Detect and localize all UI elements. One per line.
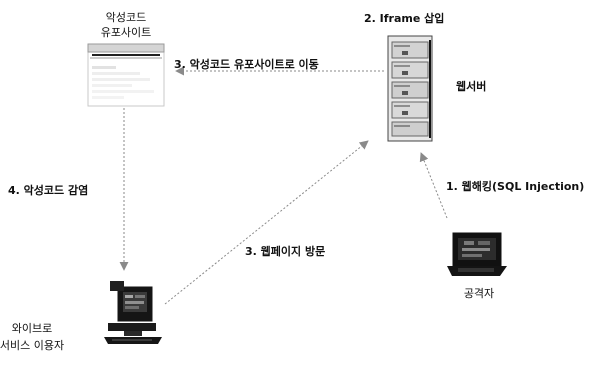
redirect-step-label: 3. 악성코드 유포사이트로 이동 bbox=[174, 58, 319, 71]
distribution-site-label-line2: 유포사이트 bbox=[100, 26, 152, 39]
user-label-line2: 서비스 이용자 bbox=[0, 339, 65, 352]
attacker-label: 공격자 bbox=[463, 287, 495, 300]
distribution-site-window-icon bbox=[87, 43, 165, 107]
user-computer-icon bbox=[104, 281, 162, 344]
arrow-webpage-visit bbox=[164, 140, 369, 305]
user-label-line1: 와이브로 bbox=[11, 322, 53, 335]
attacker-laptop-icon bbox=[447, 232, 507, 276]
webpage-visit-step-label: 3. 웹페이지 방문 bbox=[245, 245, 326, 258]
web-hacking-step-label: 1. 웹해킹(SQL Injection) bbox=[446, 180, 585, 193]
infection-step-label: 4. 악성코드 감염 bbox=[8, 184, 89, 197]
web-server-icon bbox=[387, 35, 433, 142]
arrow-web-hacking bbox=[419, 152, 448, 219]
iframe-insertion-step-label: 2. Iframe 삽입 bbox=[364, 12, 445, 25]
distribution-site-label-line1: 악성코드 bbox=[105, 11, 147, 24]
web-server-label: 웹서버 bbox=[456, 80, 487, 93]
